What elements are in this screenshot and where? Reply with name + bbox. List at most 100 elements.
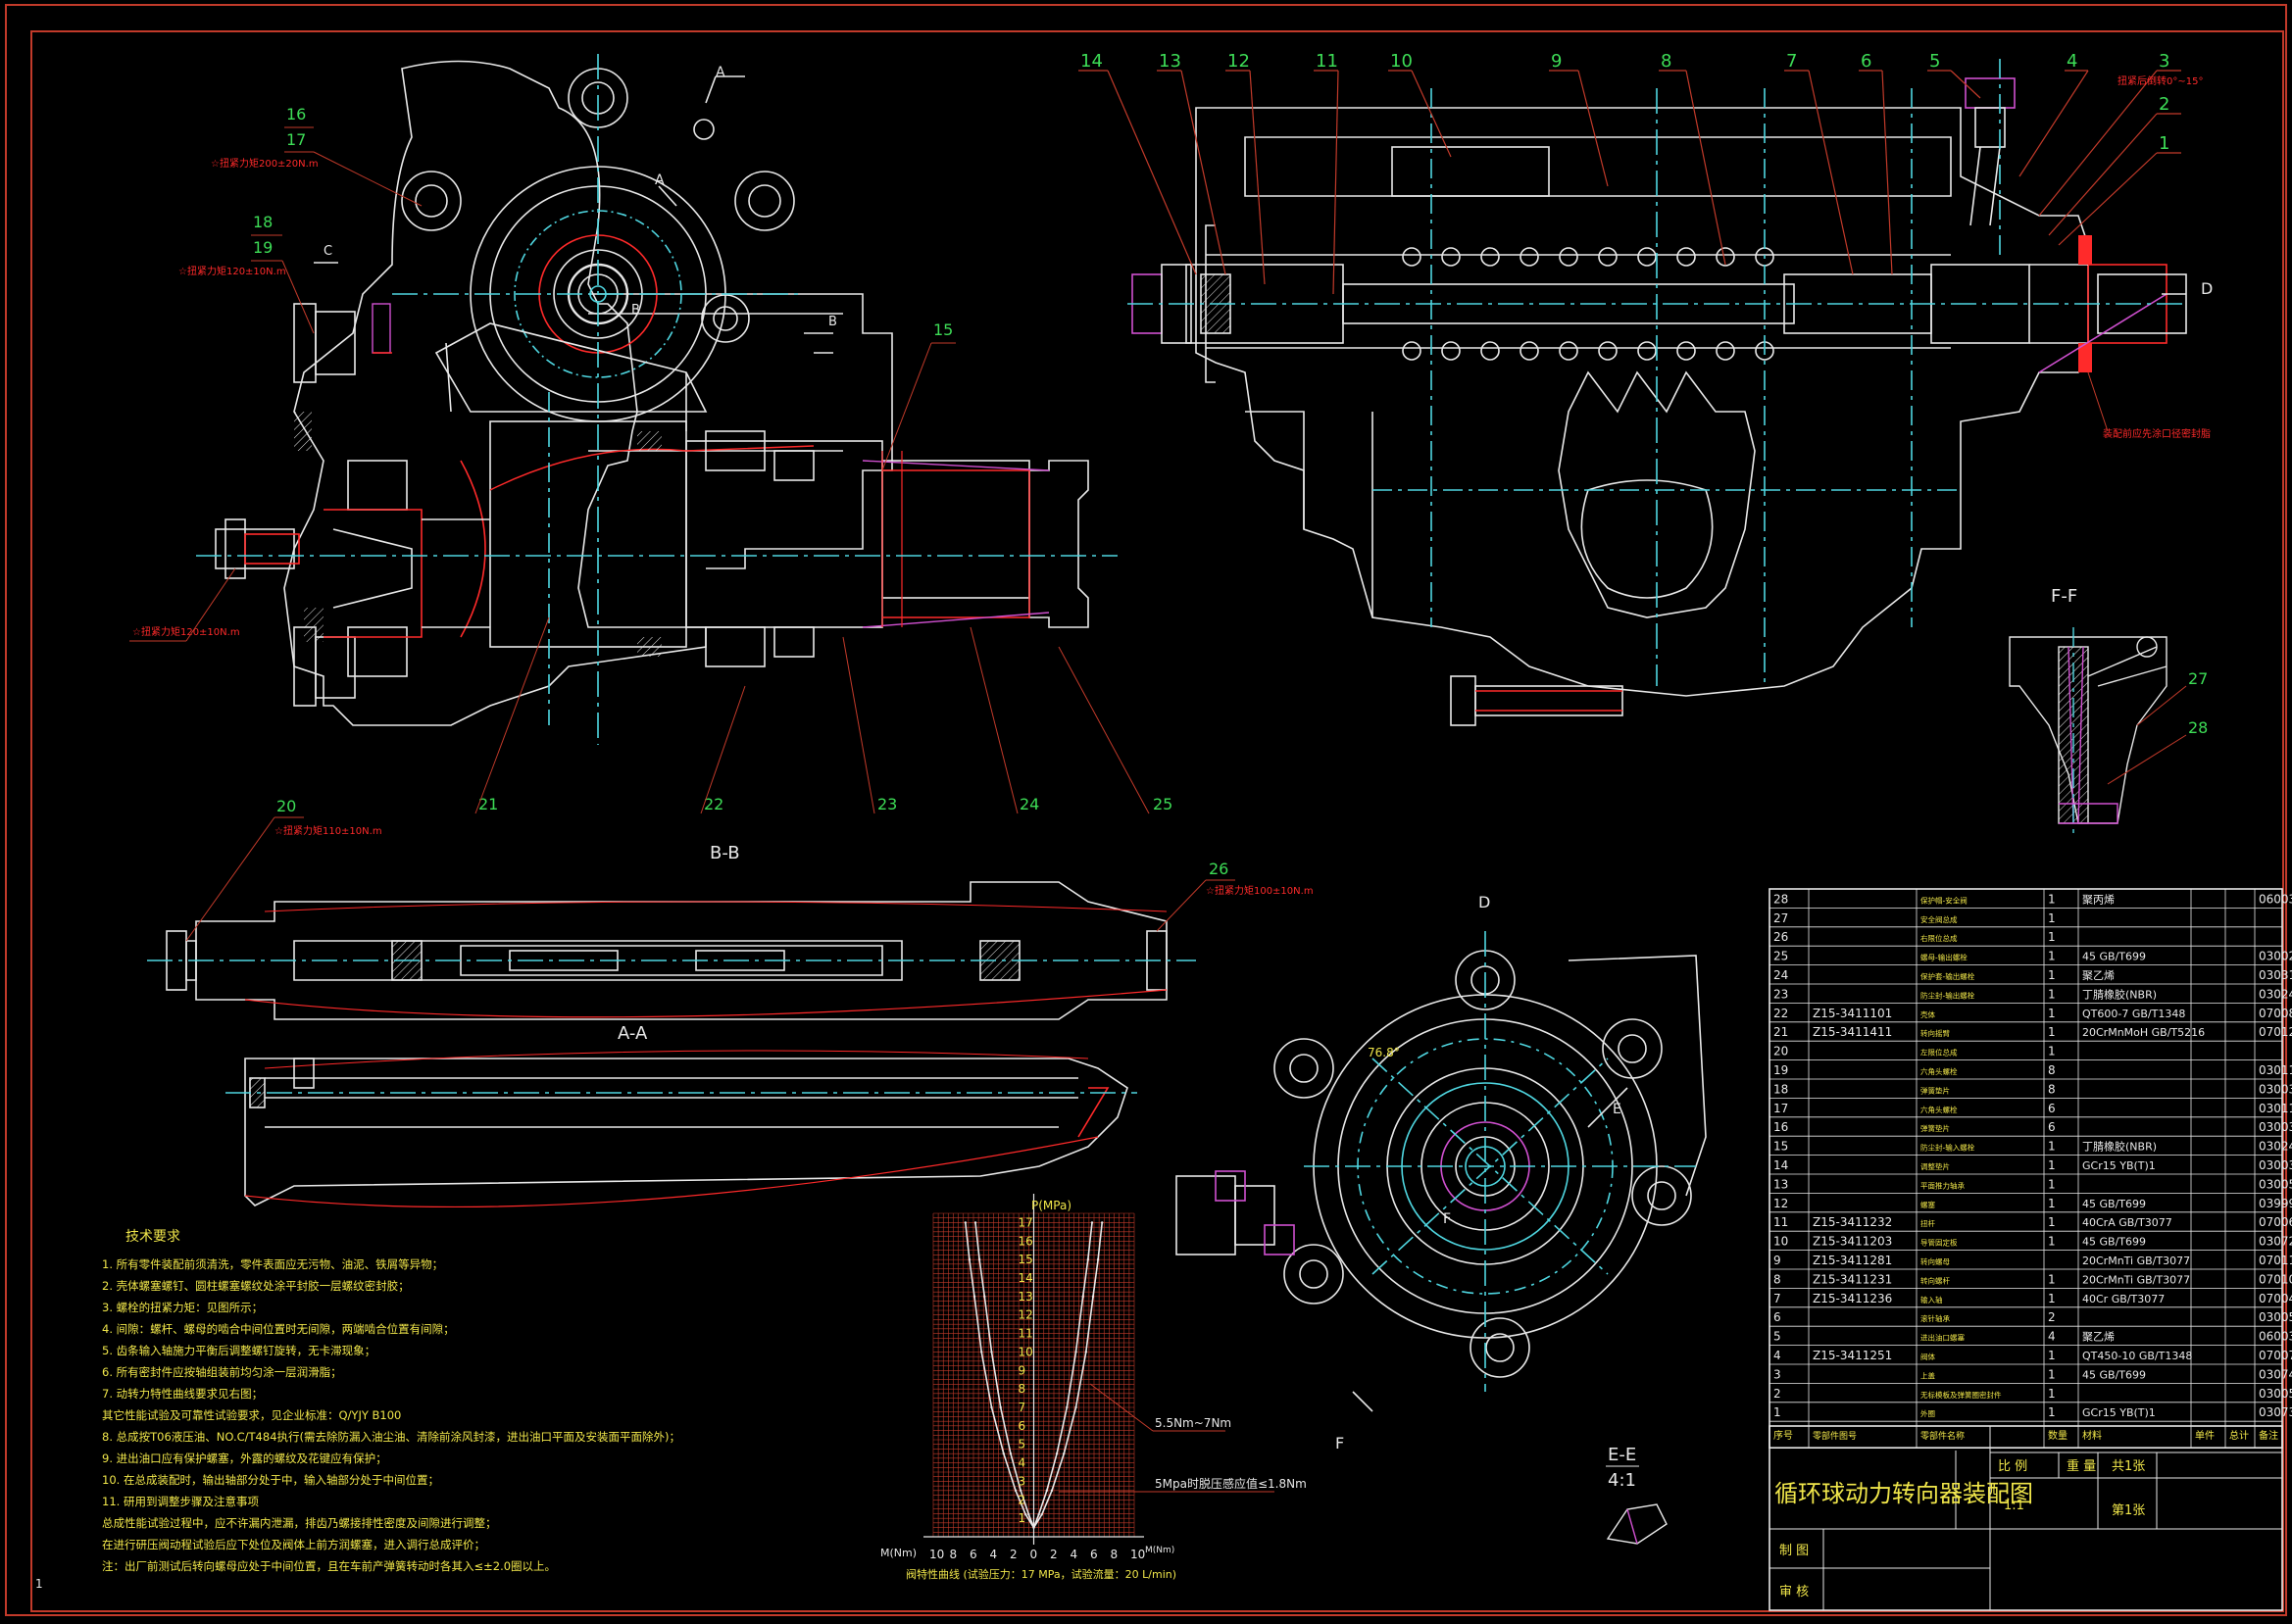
table-cell: 030032037 bbox=[2259, 1158, 2292, 1172]
data-point bbox=[1066, 1405, 1069, 1409]
table-cell: 18 bbox=[1773, 1082, 1788, 1096]
section-mark-a-2: A bbox=[655, 172, 665, 188]
x-tick-label: 10 bbox=[1130, 1548, 1145, 1561]
table-cell: 20CrMnTi GB/T3077 bbox=[2082, 1255, 2190, 1267]
table-cell: 导管固定板 bbox=[1920, 1238, 1958, 1248]
part-label-7: 7 bbox=[1786, 51, 1797, 72]
data-point bbox=[1050, 1489, 1054, 1493]
part-label-18: 18 bbox=[253, 213, 273, 231]
part-label-4: 4 bbox=[2067, 51, 2077, 72]
table-cell: 1 bbox=[2048, 1292, 2056, 1305]
table-cell: 1 bbox=[2048, 1177, 2056, 1191]
table-cell: 丁腈橡胶(NBR) bbox=[2082, 987, 2157, 1001]
tech-req-line: 其它性能试验及可靠性试验要求，见企业标准：Q/YJY B100 bbox=[102, 1408, 401, 1422]
table-cell: 保护帽-安全阀 bbox=[1920, 895, 1968, 905]
y-tick-label: 2 bbox=[1019, 1493, 1026, 1506]
y-tick-label: 7 bbox=[1019, 1401, 1026, 1414]
x-tick-label: 2 bbox=[1050, 1548, 1058, 1561]
table-cell: 070113015 bbox=[2259, 1254, 2292, 1267]
table-cell: 壳体 bbox=[1920, 1009, 1936, 1019]
table-cell: 调整垫片 bbox=[1920, 1161, 1950, 1171]
table-cell: 扭杆 bbox=[1920, 1218, 1936, 1228]
data-point bbox=[1081, 1295, 1084, 1299]
data-point bbox=[977, 1257, 981, 1261]
y-tick-label: 3 bbox=[1019, 1474, 1026, 1488]
table-cell: 螺塞 bbox=[1920, 1200, 1936, 1209]
table-cell: 11 bbox=[1773, 1215, 1788, 1229]
section-title-ff: F-F bbox=[2051, 586, 2077, 607]
data-point bbox=[1055, 1452, 1059, 1455]
table-cell: 平面推力轴承 bbox=[1920, 1180, 1965, 1190]
tech-req-line: 2. 壳体螺塞螺钉、圆柱螺塞螺纹处涂平封胶一层螺纹密封胶； bbox=[102, 1279, 410, 1293]
table-frame bbox=[1769, 888, 2283, 1450]
table-cell: 030243041 bbox=[2259, 987, 2292, 1001]
table-cell: 弹簧垫片 bbox=[1920, 1123, 1950, 1133]
part-label-21: 21 bbox=[478, 795, 498, 813]
table-cell: Z15-3411411 bbox=[1813, 1025, 1892, 1039]
section-view-labels: 14 13 12 11 10 9 8 7 6 5 4 3 2 1 扭紧后 bbox=[1078, 51, 2213, 440]
table-cell: 3 bbox=[1773, 1367, 1781, 1381]
view-mark-e: E bbox=[1613, 1102, 1621, 1117]
part-label-19: 19 bbox=[253, 238, 273, 257]
table-cell: 070103015 bbox=[2259, 1272, 2292, 1286]
table-cell: 14 bbox=[1773, 1158, 1788, 1172]
x-tick-label: 6 bbox=[1090, 1548, 1098, 1561]
table-cell: 1 bbox=[2048, 1140, 2056, 1154]
table-cell: 1 bbox=[2048, 1197, 2056, 1210]
y-tick-label: 13 bbox=[1019, 1290, 1033, 1304]
part-label-26: 26 bbox=[1209, 860, 1228, 878]
table-header-cell: 总计 bbox=[2229, 1429, 2249, 1442]
table-cell: 6 bbox=[1773, 1310, 1781, 1324]
table-row: 5进出油口螺塞4聚乙烯060031205 bbox=[1769, 1330, 2292, 1346]
table-cell: 4 bbox=[1773, 1349, 1781, 1362]
table-cell: 1 bbox=[2048, 968, 2056, 982]
part-label-2: 2 bbox=[2159, 94, 2169, 115]
table-cell: 1 bbox=[2048, 930, 2056, 944]
section-mark-c: C bbox=[324, 244, 332, 259]
table-cell: 45 GB/T699 bbox=[2082, 1368, 2146, 1381]
section-bb-labels: B-B 20 ☆扭紧力矩110±10N.m 26 ☆扭紧力矩100±10N.m bbox=[185, 797, 1314, 942]
table-cell: 45 GB/T699 bbox=[2082, 951, 2146, 963]
table-header-cell: 数量 bbox=[2048, 1429, 2068, 1442]
table-cell: 1 bbox=[2048, 987, 2056, 1001]
y-tick-label: 14 bbox=[1019, 1271, 1033, 1285]
table-header-cell: 序号 bbox=[1773, 1429, 1793, 1442]
table-cell: 2 bbox=[2048, 1310, 2056, 1324]
data-point bbox=[1002, 1452, 1005, 1455]
torque-note-19: ☆扭紧力矩120±10N.m bbox=[178, 265, 286, 277]
torque-note-17: ☆扭紧力矩200±20N.m bbox=[211, 157, 319, 170]
table-cell: 25 bbox=[1773, 950, 1788, 963]
view-mark-f-2: F bbox=[1335, 1434, 1344, 1452]
table-row: 19六角头螺栓8030115504 bbox=[1769, 1063, 2292, 1080]
table-cell: Z15-3411101 bbox=[1813, 1007, 1892, 1020]
table-cell: 070083015 bbox=[2259, 1007, 2292, 1020]
view-mark-f-1: F bbox=[1443, 1211, 1451, 1227]
table-cell: 070073015 bbox=[2259, 1349, 2292, 1362]
data-point bbox=[1040, 1513, 1043, 1516]
part-label-8: 8 bbox=[1661, 51, 1671, 72]
part-label-11: 11 bbox=[1316, 51, 1338, 72]
table-header-cell: 零部件名称 bbox=[1920, 1430, 1965, 1442]
table-cell: 26 bbox=[1773, 930, 1788, 944]
sheet-number: 1 bbox=[35, 1577, 43, 1591]
tech-req-line: 7. 动转力特性曲线要求见右图； bbox=[102, 1387, 263, 1401]
data-point bbox=[1024, 1513, 1027, 1516]
detail-view-ff bbox=[2009, 627, 2167, 833]
tech-req-line: 5. 齿条输入轴施力平衡后调整螺钉旋转，无卡滞现象； bbox=[102, 1344, 375, 1357]
table-cell: Z15-3411281 bbox=[1813, 1254, 1892, 1267]
x-tick-label: 8 bbox=[950, 1548, 958, 1561]
table-cell: 1 bbox=[2048, 1025, 2056, 1039]
tech-req-line: 在进行研压阀动程试验后应下处位及阀体上前方润螺塞，进入调行总成评价； bbox=[102, 1538, 485, 1551]
section-mark-a-1: A bbox=[716, 65, 725, 80]
table-cell: 20CrMnMoH GB/T5216 bbox=[2082, 1026, 2205, 1039]
part-label-10: 10 bbox=[1390, 51, 1413, 72]
table-cell: 弹簧垫片 bbox=[1920, 1085, 1950, 1095]
